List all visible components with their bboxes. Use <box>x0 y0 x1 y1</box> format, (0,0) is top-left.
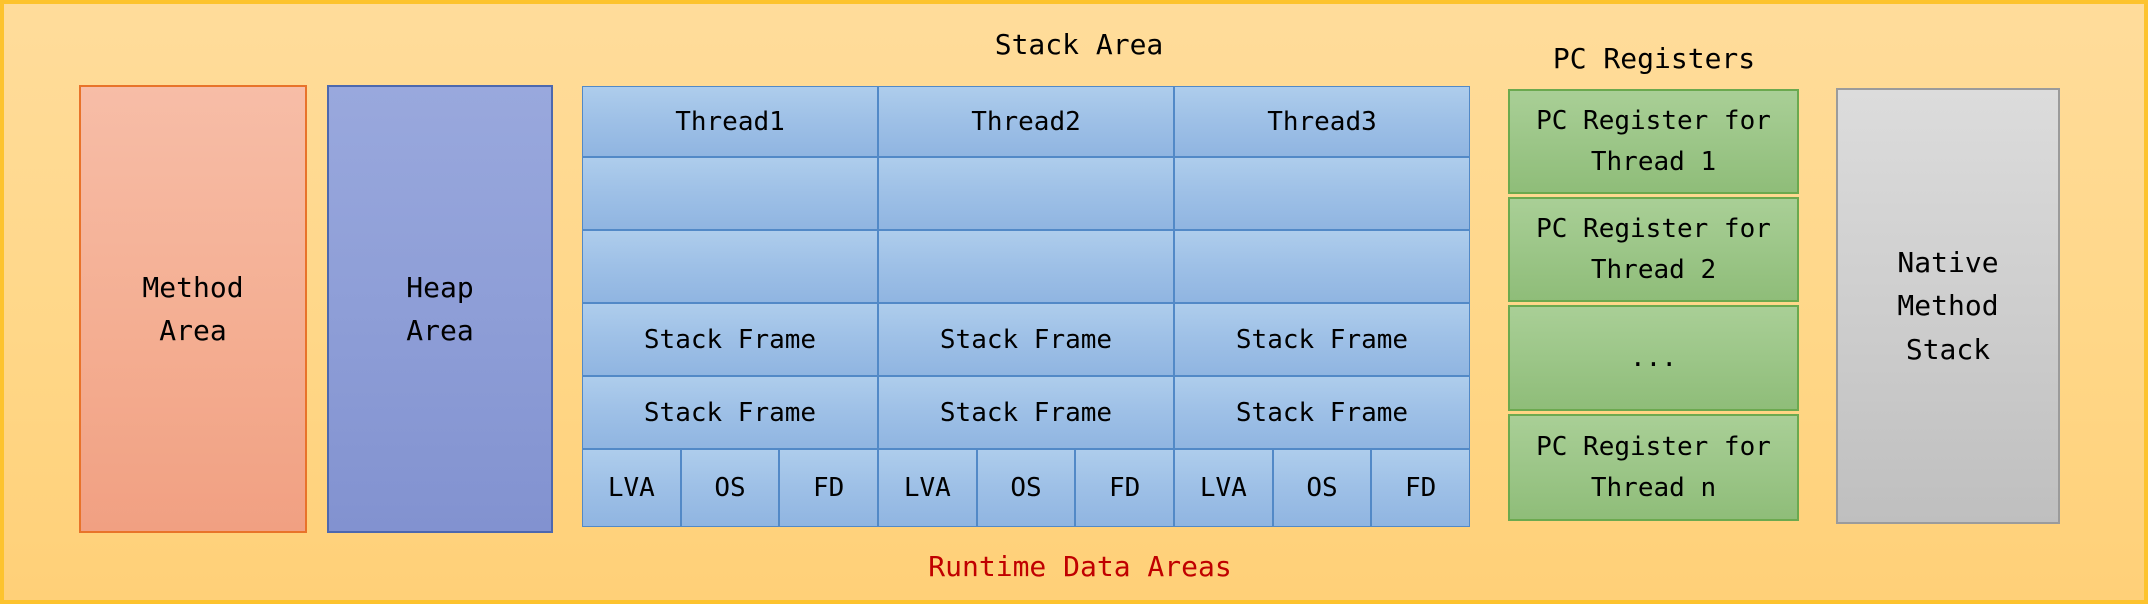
thread2-stack-frame-cell: Stack Frame <box>877 303 1174 376</box>
thread2-stack-frame-cell: Stack Frame <box>877 376 1174 449</box>
thread1-empty-cell <box>582 230 878 303</box>
native-method-stack-label-line1: Native <box>1897 245 1999 279</box>
thread3-empty-cell <box>1173 157 1470 230</box>
native-method-stack-box: Native Method Stack <box>1836 88 2060 524</box>
thread1-header-cell: Thread1 <box>582 86 878 157</box>
pc-register-threadn-box: PC Register for Thread n <box>1508 414 1799 521</box>
stack-area-grid: Thread1 Thread2 Thread3 Stack Frame Stac… <box>582 86 1470 527</box>
thread1-stack-frame-cell: Stack Frame <box>582 376 878 449</box>
thread3-lva-cell: LVA <box>1173 449 1273 527</box>
thread1-lva-cell: LVA <box>582 449 681 527</box>
thread2-empty-cell <box>877 230 1174 303</box>
thread3-empty-cell <box>1173 230 1470 303</box>
method-area-label-line2: Area <box>159 314 227 347</box>
thread1-empty-cell <box>582 157 878 230</box>
native-method-stack-label-line2: Method <box>1897 289 1999 323</box>
method-area-label-line1: Method <box>142 270 244 304</box>
thread3-stack-frame-cell: Stack Frame <box>1173 376 1470 449</box>
thread2-fd-cell: FD <box>1075 449 1174 527</box>
thread2-header-cell: Thread2 <box>877 86 1174 157</box>
diagram-caption: Runtime Data Areas <box>928 550 1232 583</box>
thread3-stack-frame-cell: Stack Frame <box>1173 303 1470 376</box>
thread3-fd-cell: FD <box>1371 449 1470 527</box>
pc-registers-column: PC Register for Thread 1 PC Register for… <box>1508 89 1799 521</box>
thread1-fd-cell: FD <box>779 449 878 527</box>
thread1-stack-frame-cell: Stack Frame <box>582 303 878 376</box>
pc-register-ellipsis-box: ... <box>1508 305 1799 411</box>
heap-area-box: Heap Area <box>327 85 553 533</box>
thread2-empty-cell <box>877 157 1174 230</box>
thread1-os-cell: OS <box>680 449 780 527</box>
heap-area-label-line1: Heap <box>406 270 474 304</box>
stack-area-title: Stack Area <box>994 28 1164 61</box>
pc-register-thread1-box: PC Register for Thread 1 <box>1508 89 1799 194</box>
thread2-lva-cell: LVA <box>877 449 977 527</box>
pc-registers-title: PC Registers <box>1552 42 1756 75</box>
heap-area-label-line2: Area <box>406 314 474 347</box>
thread3-os-cell: OS <box>1272 449 1372 527</box>
method-area-box: Method Area <box>79 85 307 533</box>
pc-register-thread2-box: PC Register for Thread 2 <box>1508 197 1799 302</box>
thread2-os-cell: OS <box>976 449 1076 527</box>
thread3-header-cell: Thread3 <box>1173 86 1470 157</box>
native-method-stack-label-line3: Stack <box>1905 332 1991 366</box>
